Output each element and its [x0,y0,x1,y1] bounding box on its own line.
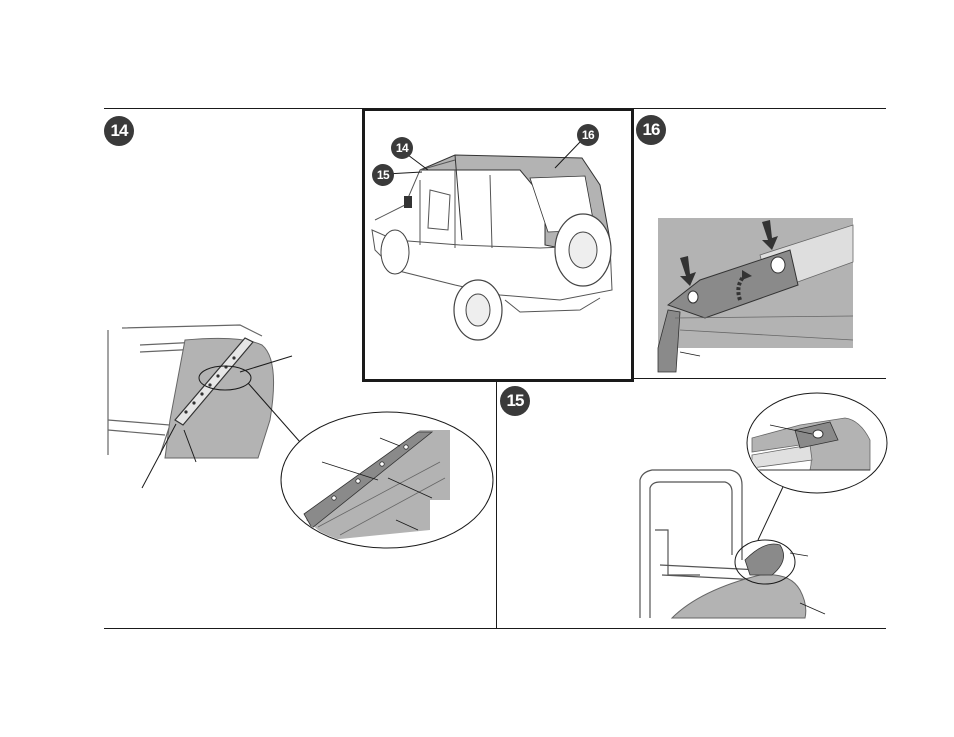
step-15-illustration [0,0,954,737]
